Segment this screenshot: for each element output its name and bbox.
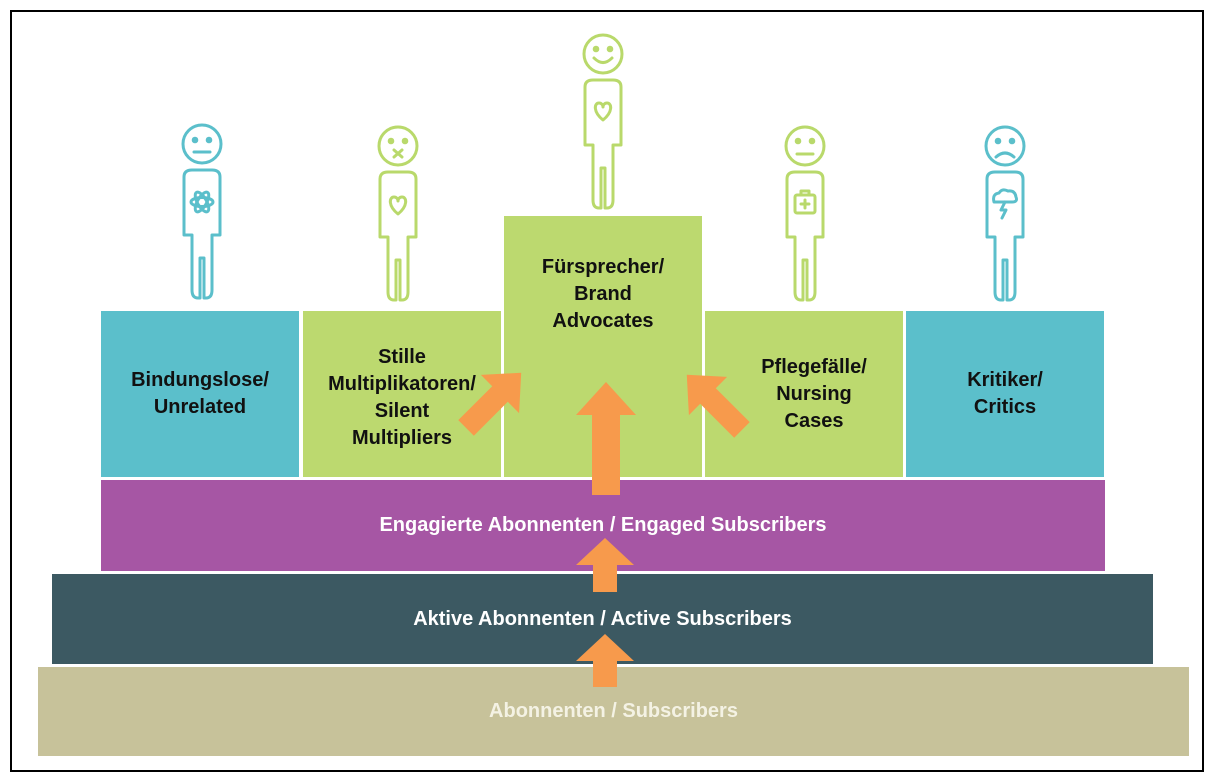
figure-silent-multiplier [377, 125, 419, 302]
heart-icon [388, 195, 408, 216]
figure-brand-advocate [582, 33, 624, 210]
figure-unrelated [181, 123, 223, 300]
heart-icon [593, 101, 613, 122]
arrow-diagonal-from-nursing-icon [686, 374, 750, 438]
figure-nursing-case [784, 125, 826, 302]
segment-critics: Kritiker/ Critics [906, 311, 1104, 477]
storm-cloud-icon [992, 188, 1018, 220]
segment-critics-label: Kritiker/ Critics [967, 369, 1043, 418]
segment-silent-multipliers-label: Stille Multiplikatoren/ Silent Multiplie… [328, 346, 476, 449]
arrow-up-to-active-icon [576, 634, 634, 687]
arrow-up-to-advocates-icon [576, 382, 636, 495]
atom-icon [189, 190, 215, 214]
segment-brand-advocates-label: Fürsprecher/ Brand Advocates [541, 256, 665, 332]
segment-unrelated-label: Bindungslose/ Unrelated [131, 369, 269, 418]
segment-nursing-cases: Pflegefälle/ Nursing Cases [705, 311, 903, 477]
tier-active-subscribers-label: Aktive Abonnenten / Active Subscribers [413, 607, 792, 630]
arrow-up-to-engaged-icon [576, 538, 634, 592]
tier-engaged-subscribers-label: Engagierte Abonnenten / Engaged Subscrib… [379, 514, 827, 536]
segment-unrelated: Bindungslose/ Unrelated [101, 311, 299, 477]
arrow-diagonal-from-silent-icon [458, 372, 522, 436]
segment-nursing-cases-label: Pflegefälle/ Nursing Cases [761, 355, 867, 432]
segment-silent-multipliers: Stille Multiplikatoren/ Silent Multiplie… [303, 311, 501, 477]
first-aid-kit-icon [793, 189, 817, 215]
tier-subscribers-label: Abonnenten / Subscribers [489, 700, 738, 722]
figure-critic [984, 125, 1026, 302]
segment-brand-advocates: Fürsprecher/ Brand Advocates [504, 216, 702, 477]
